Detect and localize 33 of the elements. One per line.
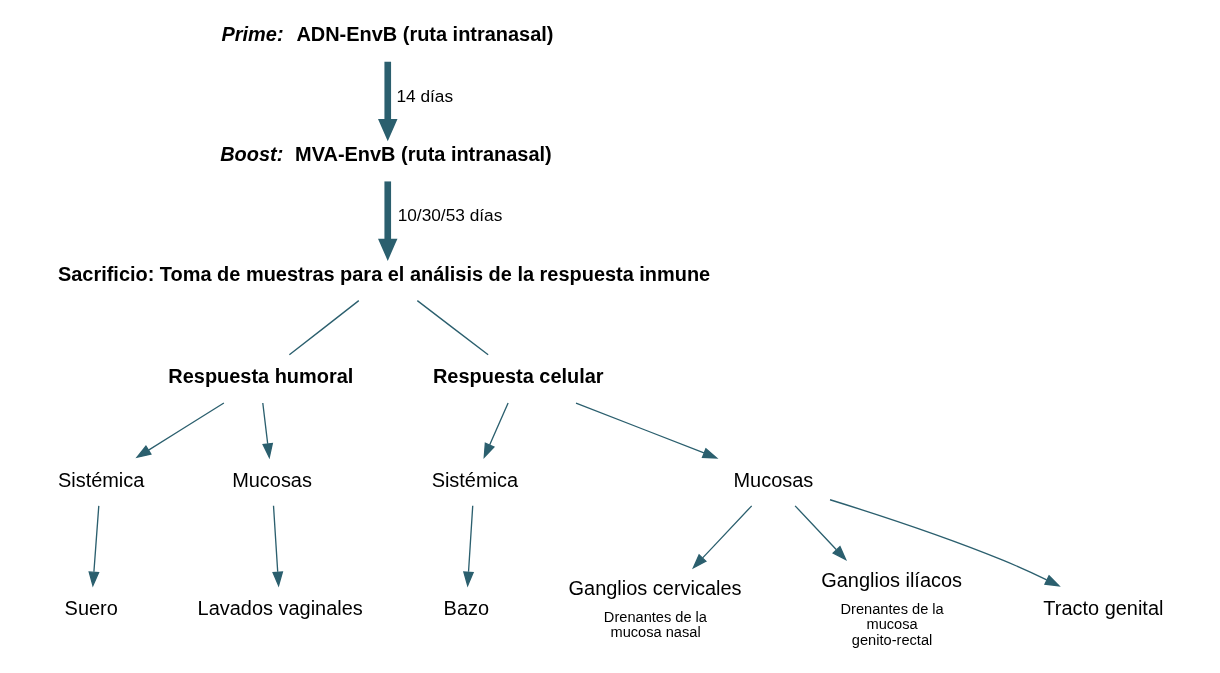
- node-text: Sacrificio: Toma de muestras para el análisis de la respuesta inmune: [57, 262, 710, 285]
- node-text: Respuesta celular: [432, 365, 604, 388]
- arrow: [462, 505, 474, 588]
- arrow: [828, 499, 1061, 587]
- node-text: Prime: ADN-EnvB (ruta intranasal): [221, 23, 553, 46]
- node-label: Drenantes de la mucosa nasal: [603, 608, 707, 641]
- node-label: Drenantes de la mucosa genito-rectal: [840, 600, 944, 649]
- node-text: Bazo: [443, 597, 489, 620]
- arrow: [271, 505, 283, 588]
- node-text: Ganglios cervicales: [568, 577, 741, 600]
- arrow: [793, 505, 847, 561]
- arrow: [377, 181, 397, 261]
- node-text: Mucosas: [733, 468, 813, 491]
- node-text: Ganglios ilíacos: [820, 569, 962, 592]
- node-text: Respuesta humoral: [167, 365, 353, 388]
- node-text: Mucosas: [231, 468, 312, 491]
- arrow: [377, 61, 397, 142]
- node-text: Suero: [64, 597, 118, 620]
- edge-label: 10/30/53 días: [397, 205, 502, 226]
- connector: [416, 299, 489, 356]
- node-text: Sistémica: [57, 468, 144, 491]
- node-text: Boost: MVA-EnvB (ruta intranasal): [219, 142, 552, 165]
- node-text: Lavados vaginales: [197, 597, 363, 620]
- arrow: [691, 505, 752, 570]
- arrow: [482, 402, 509, 460]
- arrow: [87, 505, 99, 588]
- edge-label: 14 días: [395, 85, 453, 106]
- node-text: Tracto genital: [1042, 597, 1163, 620]
- node-text: Sistémica: [431, 468, 518, 491]
- arrow: [261, 402, 273, 460]
- connector: [288, 299, 359, 356]
- arrow: [574, 402, 718, 459]
- arrow: [134, 402, 225, 459]
